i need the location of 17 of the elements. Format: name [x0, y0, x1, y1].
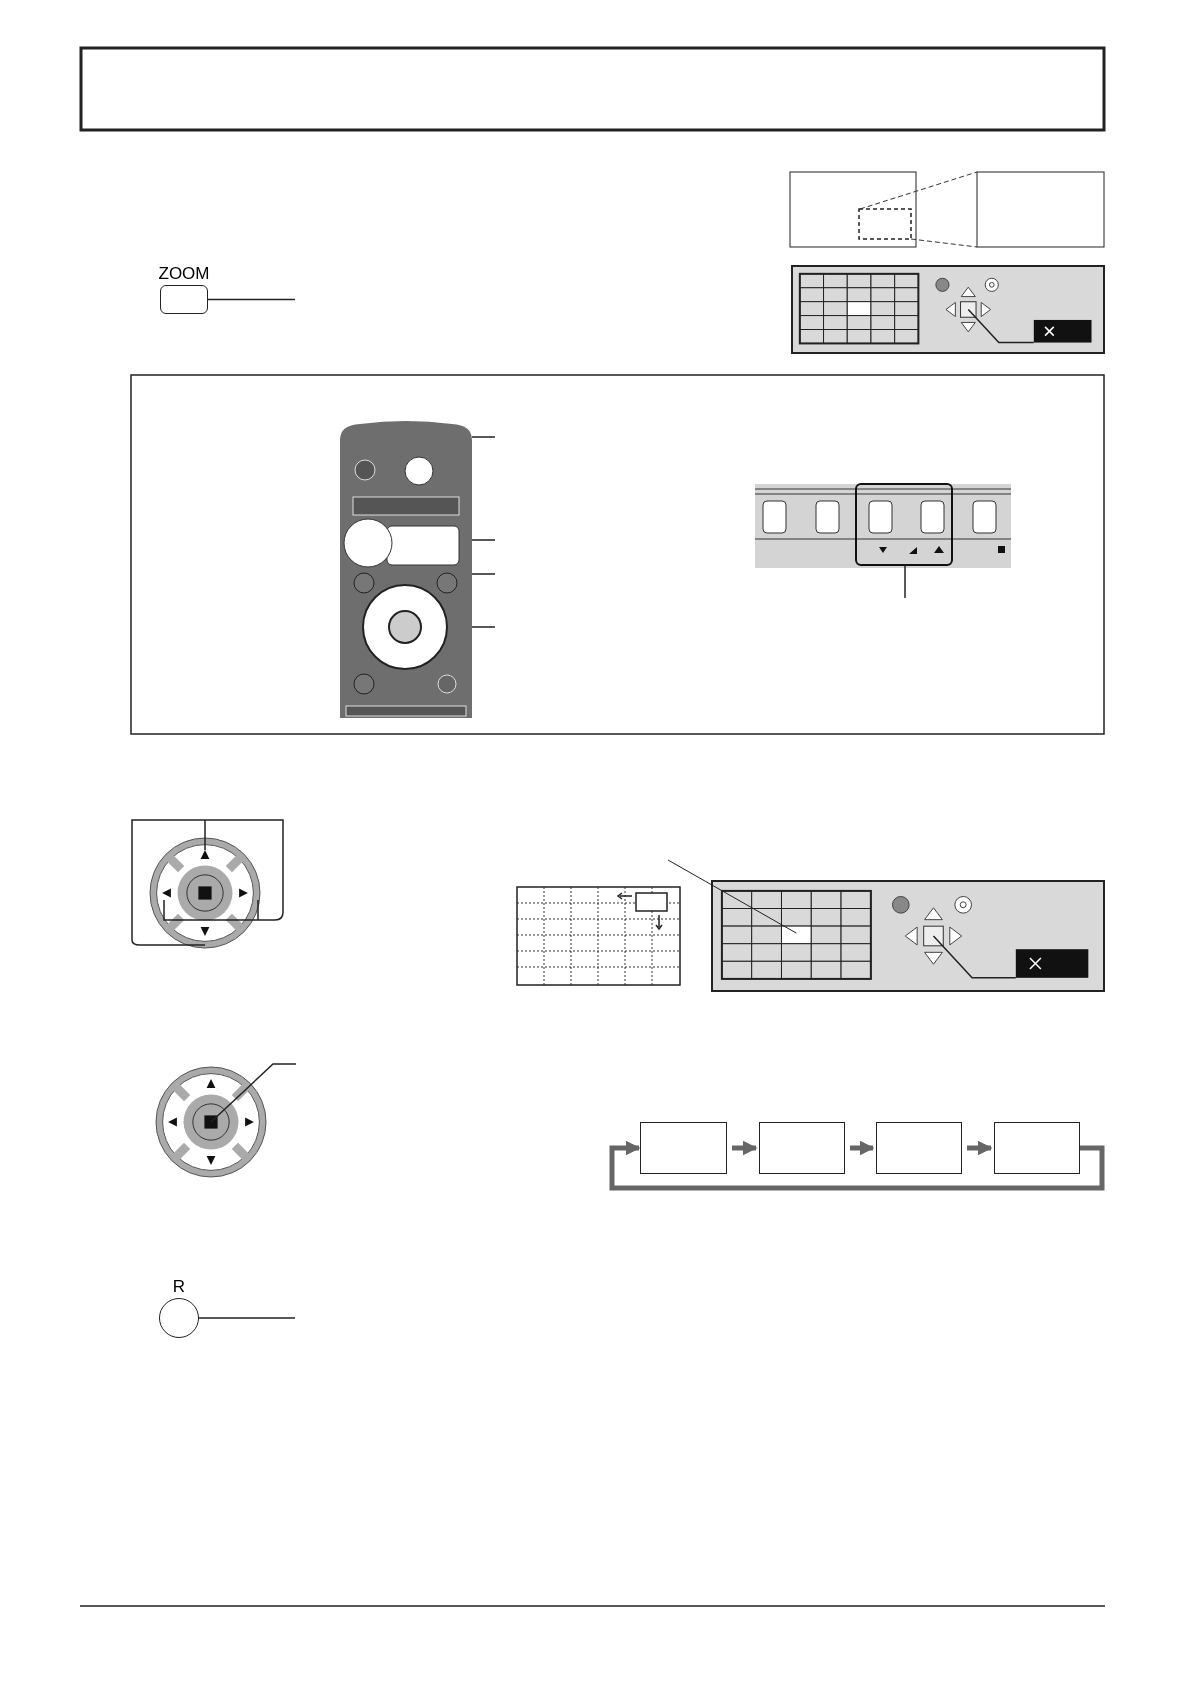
arrow [609, 1140, 1105, 1191]
leader-line [471, 626, 496, 628]
picture [340, 420, 472, 718]
arrow [732, 1140, 758, 1156]
leader-line [471, 573, 496, 575]
leader-line [198, 1317, 296, 1319]
screen-box [876, 1122, 962, 1174]
arrow [967, 1140, 993, 1156]
button-label: ZOOM [158, 265, 210, 282]
screen-box [994, 1122, 1080, 1174]
arrow [850, 1140, 875, 1156]
leader-line [207, 298, 296, 301]
leader-line [471, 539, 496, 541]
button-label: R [172, 1278, 186, 1295]
screen-box [640, 1122, 727, 1174]
leader-line [471, 436, 496, 438]
screen-box [759, 1122, 845, 1174]
